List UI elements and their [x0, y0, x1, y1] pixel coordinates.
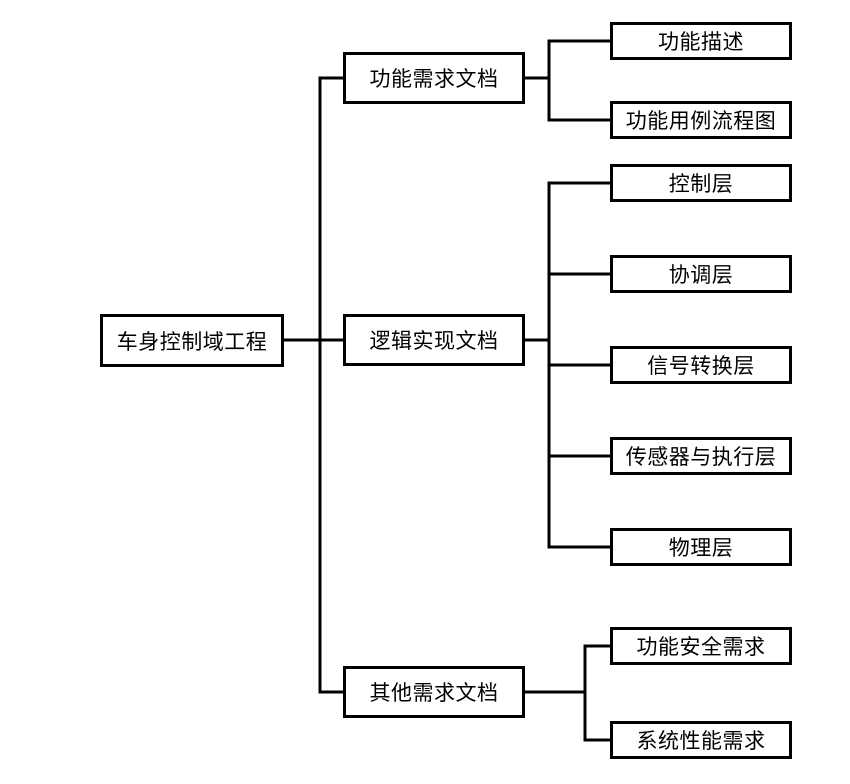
leaf-node: 协调层: [610, 255, 792, 293]
leaf-node-label: 功能描述: [658, 30, 744, 54]
leaf-node: 功能安全需求: [610, 627, 792, 665]
branch-node-other-requirements: 其他需求文档: [343, 666, 525, 718]
leaf-node-label: 传感器与执行层: [625, 445, 777, 469]
leaf-node-label: 控制层: [668, 172, 734, 196]
leaf-node: 物理层: [610, 528, 792, 566]
root-node: 车身控制域工程: [100, 314, 284, 367]
leaf-node-label: 功能用例流程图: [625, 109, 777, 133]
leaf-node-label: 功能安全需求: [636, 635, 766, 659]
leaf-node: 信号转换层: [610, 346, 792, 384]
branch-node-logic-implementation: 逻辑实现文档: [343, 314, 525, 366]
leaf-node: 功能用例流程图: [610, 101, 792, 139]
leaf-node-label: 系统性能需求: [636, 729, 766, 753]
branch-node-label: 功能需求文档: [369, 67, 499, 91]
leaf-node: 控制层: [610, 164, 792, 202]
leaf-node: 系统性能需求: [610, 721, 792, 759]
branch-node-label: 逻辑实现文档: [369, 329, 499, 353]
branch-node-functional-requirements: 功能需求文档: [343, 52, 525, 104]
leaf-node: 传感器与执行层: [610, 437, 792, 475]
root-node-label: 车身控制域工程: [116, 329, 268, 354]
leaf-node-label: 信号转换层: [647, 354, 755, 378]
branch-node-label: 其他需求文档: [369, 681, 499, 705]
leaf-node: 功能描述: [610, 22, 792, 60]
leaf-node-label: 协调层: [668, 263, 734, 287]
leaf-node-label: 物理层: [668, 536, 734, 560]
